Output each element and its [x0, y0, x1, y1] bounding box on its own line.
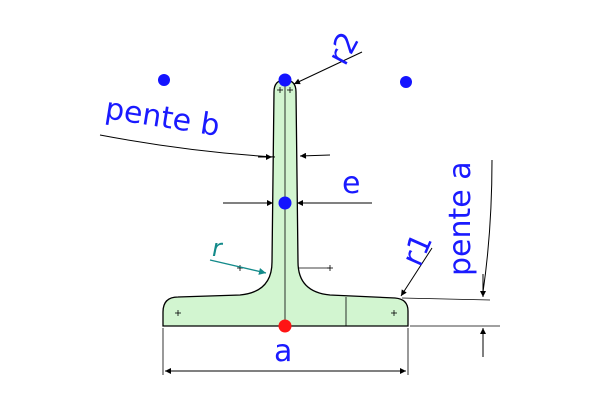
pente-a-leader-curve [482, 159, 493, 293]
pente-b-arrow-right [299, 152, 331, 159]
label-r2: r2 [321, 27, 367, 71]
label-r1: r1 [395, 228, 440, 271]
marker-blue-left [158, 74, 170, 86]
marker-blue-top [278, 73, 292, 87]
pente-b-leader-curve [99, 134, 276, 158]
label-pente-a: pente a [443, 161, 478, 276]
label-pente-b: pente b [103, 91, 222, 144]
label-e: e [342, 166, 360, 201]
label-r: r [212, 234, 224, 262]
marker-blue-middle [278, 196, 292, 210]
r2-leader [293, 51, 363, 85]
marker-red-bottom [278, 319, 292, 333]
pente-a-ext-top [401, 297, 491, 301]
r1-leader [400, 247, 433, 297]
marker-blue-right [400, 76, 412, 88]
label-a: a [274, 334, 292, 369]
r-leader [209, 259, 267, 275]
